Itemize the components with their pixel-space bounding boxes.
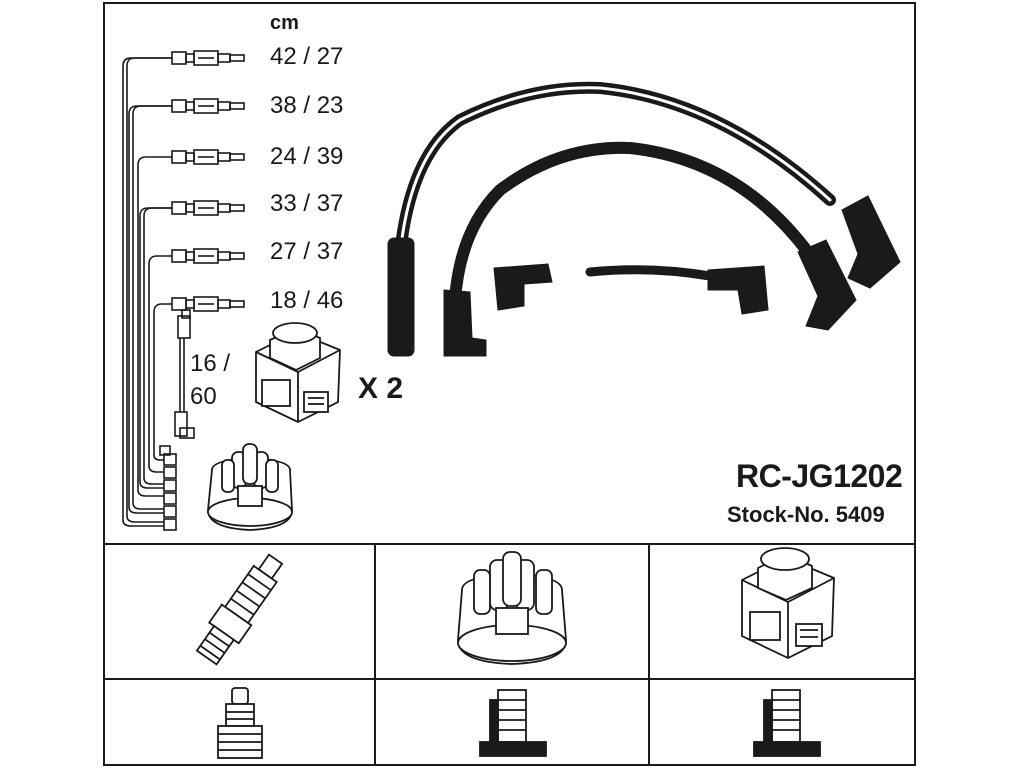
part-number: RC-JG1202 (736, 458, 903, 494)
stock-number: Stock-No. 5409 (727, 502, 885, 527)
lead-connectors (171, 50, 245, 312)
distributor-cap-icon (457, 551, 567, 665)
lead-length-label: 18 / 46 (270, 287, 344, 314)
ignition-coil-icon (741, 547, 835, 660)
divider-bottom (103, 678, 916, 680)
lead-bundle (122, 57, 172, 527)
lead-length-label: 42 / 27 (270, 43, 344, 70)
long-leads (394, 81, 836, 306)
plug-connector-icon (217, 687, 263, 759)
lead-length-label: 27 / 37 (270, 238, 344, 265)
divider-col-2 (648, 543, 650, 766)
coil-lead (174, 309, 195, 439)
cap-connector-icon (479, 689, 547, 757)
lead-length-label: 24 / 39 (270, 143, 344, 170)
divider-col-1 (374, 543, 376, 766)
unit-label: cm (270, 12, 299, 34)
coil-connector-icon (753, 689, 821, 757)
quantity-label: X 2 (358, 372, 404, 405)
diagram-frame (103, 2, 916, 766)
divider-top (103, 543, 916, 545)
ignition-coil-small (255, 322, 341, 424)
lead-length-label: 38 / 23 (270, 92, 344, 119)
distributor-cap-small (207, 443, 293, 531)
coil-lead-label-line2: 60 (190, 383, 217, 410)
spark-plug-icon (195, 553, 284, 666)
long-lead-boots (387, 195, 901, 357)
bundle-end-plugs (159, 445, 177, 531)
coil-lead-label-line1: 16 / (190, 350, 231, 377)
lead-length-label: 33 / 37 (270, 190, 344, 217)
